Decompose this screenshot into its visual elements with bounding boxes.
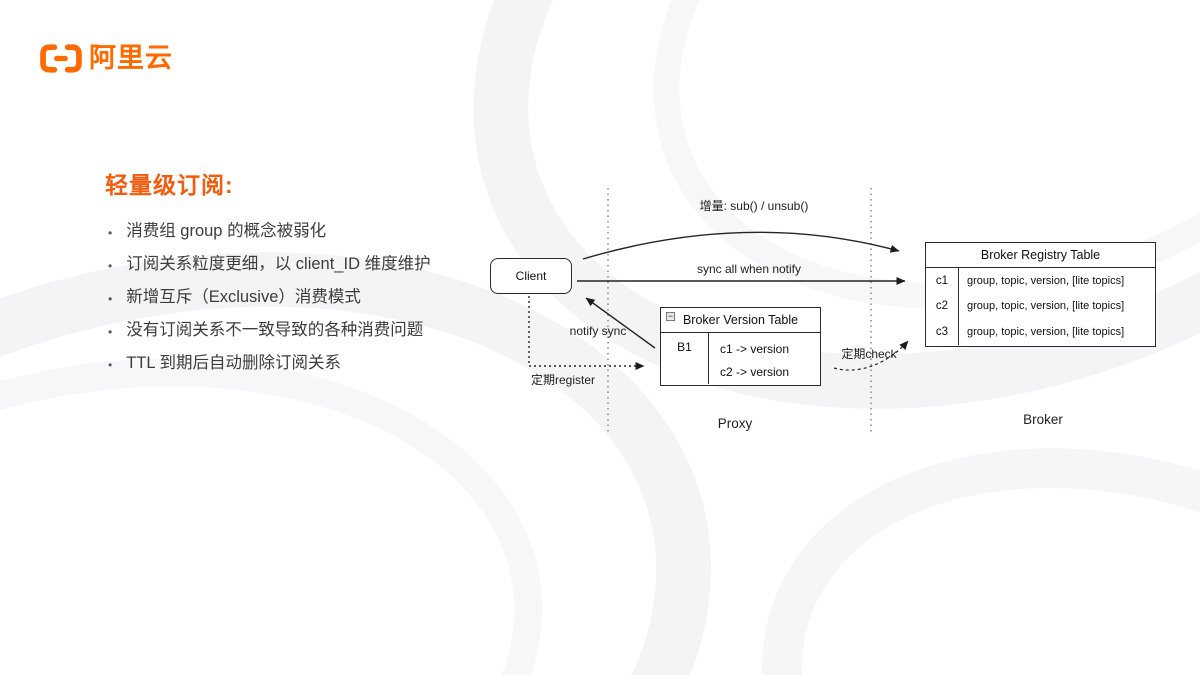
broker-version-table-body: B1 c1 -> version c2 -> version <box>661 333 820 384</box>
broker-version-table-header: − Broker Version Table <box>661 308 820 333</box>
bullet-text: 新增互斥（Exclusive）消费模式 <box>126 288 361 306</box>
registry-value: group, topic, version, [lite topics] <box>967 300 1125 313</box>
broker-registry-table-title: Broker Registry Table <box>980 248 1101 262</box>
proxy-zone-label: Proxy <box>717 416 753 431</box>
registry-value: group, topic, version, [lite topics] <box>967 325 1125 338</box>
bullet-list: 消费组 group 的概念被弱化 订阅关系粒度更细，以 client_ID 维度… <box>108 222 508 387</box>
periodic-register-arrow <box>528 296 645 370</box>
notify-sync-label: notify sync <box>569 324 627 338</box>
version-rows: c1 -> version c2 -> version <box>709 333 820 384</box>
collapse-icon: − <box>666 311 675 321</box>
notify-sync-arrow <box>585 297 656 349</box>
bullet-item: 新增互斥（Exclusive）消费模式 <box>108 288 508 309</box>
bullet-item: 订阅关系粒度更细，以 client_ID 维度维护 <box>108 255 508 276</box>
broker-version-table: − Broker Version Table B1 c1 -> version … <box>660 307 821 386</box>
incremental-sub-arrow <box>582 231 900 260</box>
version-row: c2 -> version <box>720 364 790 379</box>
broker-id-cell: B1 <box>661 333 709 384</box>
version-row: c1 -> version <box>720 342 790 356</box>
bullet-text: TTL 到期后自动删除订阅关系 <box>126 354 342 372</box>
broker-zone-label: Broker <box>1023 412 1063 427</box>
broker-registry-table-header: Broker Registry Table <box>926 243 1155 268</box>
registry-key: c3 <box>935 325 949 338</box>
bullet-text: 订阅关系粒度更细，以 client_ID 维度维护 <box>126 255 431 273</box>
broker-registry-table: Broker Registry Table c1 c2 c3 group, to… <box>925 242 1156 347</box>
registry-value: group, topic, version, [lite topics] <box>967 274 1125 287</box>
registry-key-column: c1 c2 c3 <box>926 268 959 345</box>
periodic-register-label: 定期register <box>530 373 595 387</box>
logo-wordmark: 阿里云 <box>89 43 173 73</box>
bullet-item: 没有订阅关系不一致导致的各种消费问题 <box>108 321 508 342</box>
periodic-check-label: 定期check <box>841 347 897 361</box>
sync-all-label: sync all when notify <box>696 262 802 276</box>
periodic-check-arrow <box>833 340 909 371</box>
client-label: Client <box>515 269 547 283</box>
bullet-text: 没有订阅关系不一致导致的各种消费问题 <box>126 321 424 339</box>
alibaba-cloud-brackets-icon <box>40 44 82 73</box>
page-title: 轻量级订阅: <box>105 172 234 198</box>
alibaba-cloud-logo: 阿里云 <box>40 44 173 73</box>
bullet-item: 消费组 group 的概念被弱化 <box>108 222 508 243</box>
bullet-text: 消费组 group 的概念被弱化 <box>126 222 327 240</box>
broker-registry-table-body: c1 c2 c3 group, topic, version, [lite to… <box>926 268 1155 345</box>
incremental-sub-label: 增量: sub() / unsub() <box>699 199 809 213</box>
registry-value-column: group, topic, version, [lite topics] gro… <box>959 268 1155 345</box>
bullet-item: TTL 到期后自动删除订阅关系 <box>108 354 508 375</box>
registry-key: c2 <box>935 300 949 313</box>
broker-version-table-title: Broker Version Table <box>682 313 799 327</box>
registry-key: c1 <box>935 274 949 287</box>
